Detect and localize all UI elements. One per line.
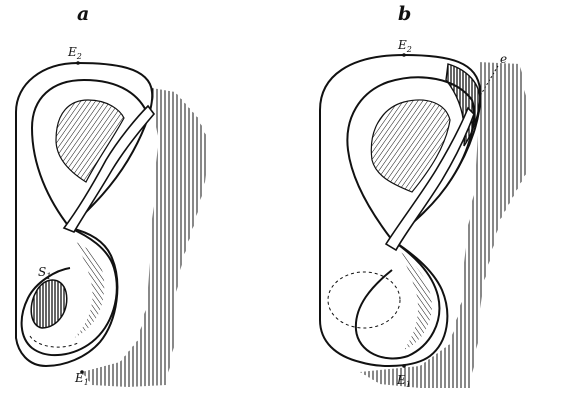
figure-a-lower-coil-shading — [74, 242, 104, 338]
figure-b: b E2 E1 e — [320, 3, 528, 389]
figure-a-dashed-edge — [30, 336, 80, 347]
figure-a-e2-marker — [76, 61, 80, 65]
figure-b-panel-label: b — [398, 3, 411, 25]
figure-b-e2-marker — [402, 53, 406, 57]
figure-b-e1-marker — [402, 364, 406, 368]
figure-a-panel-label: a — [77, 3, 89, 25]
figure-a-top-point-label: E2 — [67, 45, 82, 61]
figure-b-top-point-label: E2 — [397, 38, 412, 54]
figure-a-inner-point-label: S1 — [38, 265, 51, 281]
figure-b-edge-label: e — [500, 52, 507, 66]
figure-a: a E2 E1 S1 — [16, 3, 208, 387]
figure-b-lower-loop-shading — [398, 250, 432, 350]
